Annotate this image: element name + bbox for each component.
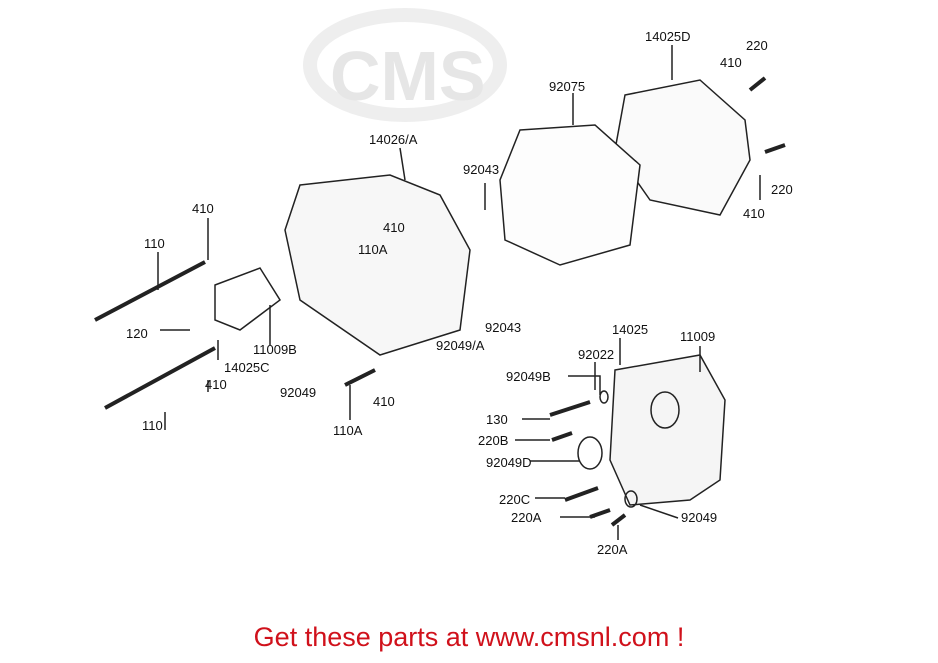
part-label-92075: 92075 [549,79,586,94]
part-label-14025c: 14025C [224,360,270,375]
part-label-14025: 14025 [612,322,649,337]
part-label-14025d: 14025D [645,29,691,44]
gasket-92075 [499,124,641,266]
part-label-410: 410 [373,394,395,409]
parts-diagram [94,45,786,540]
cover-14025 [609,354,726,506]
part-label-110a: 110A [358,242,388,257]
part-label-92049d: 92049D [486,455,532,470]
part-label-92043: 92043 [463,162,500,177]
part-label-220a: 220A [597,542,628,557]
part-label-110: 110 [144,236,165,251]
part-label-92049b: 92049B [506,369,551,384]
part-label-110: 110 [142,418,163,433]
part-label-220: 220 [771,182,793,197]
part-label-410: 410 [383,220,405,235]
gasket-11009b [214,267,282,331]
part-label-120: 120 [126,326,148,341]
part-label-11009b: 11009B [253,342,297,357]
part-label-92049a: 92049/A [436,338,485,353]
part-label-410: 410 [192,201,214,216]
cms-watermark-logo: CMS [303,8,507,122]
part-label-130: 130 [486,412,508,427]
part-label-410: 410 [205,377,227,392]
part-label-410: 410 [743,206,765,221]
part-label-11009: 11009 [680,329,716,344]
part-label-110a: 110A [333,423,363,438]
footer-link[interactable]: Get these parts at www.cmsnl.com ! [253,622,685,652]
part-label-410: 410 [720,55,742,70]
part-label-220b: 220B [478,433,509,448]
part-label-92049: 92049 [280,385,317,400]
part-label-92022: 92022 [578,347,615,362]
housing-14026a [284,174,471,356]
part-label-92043: 92043 [485,320,522,335]
part-label-14026a: 14026/A [369,132,418,147]
part-label-92049: 92049 [681,510,718,525]
watermark-text: CMS [330,37,486,115]
part-label-220: 220 [746,38,768,53]
part-label-220a: 220A [511,510,542,525]
part-label-220c: 220C [499,492,531,507]
